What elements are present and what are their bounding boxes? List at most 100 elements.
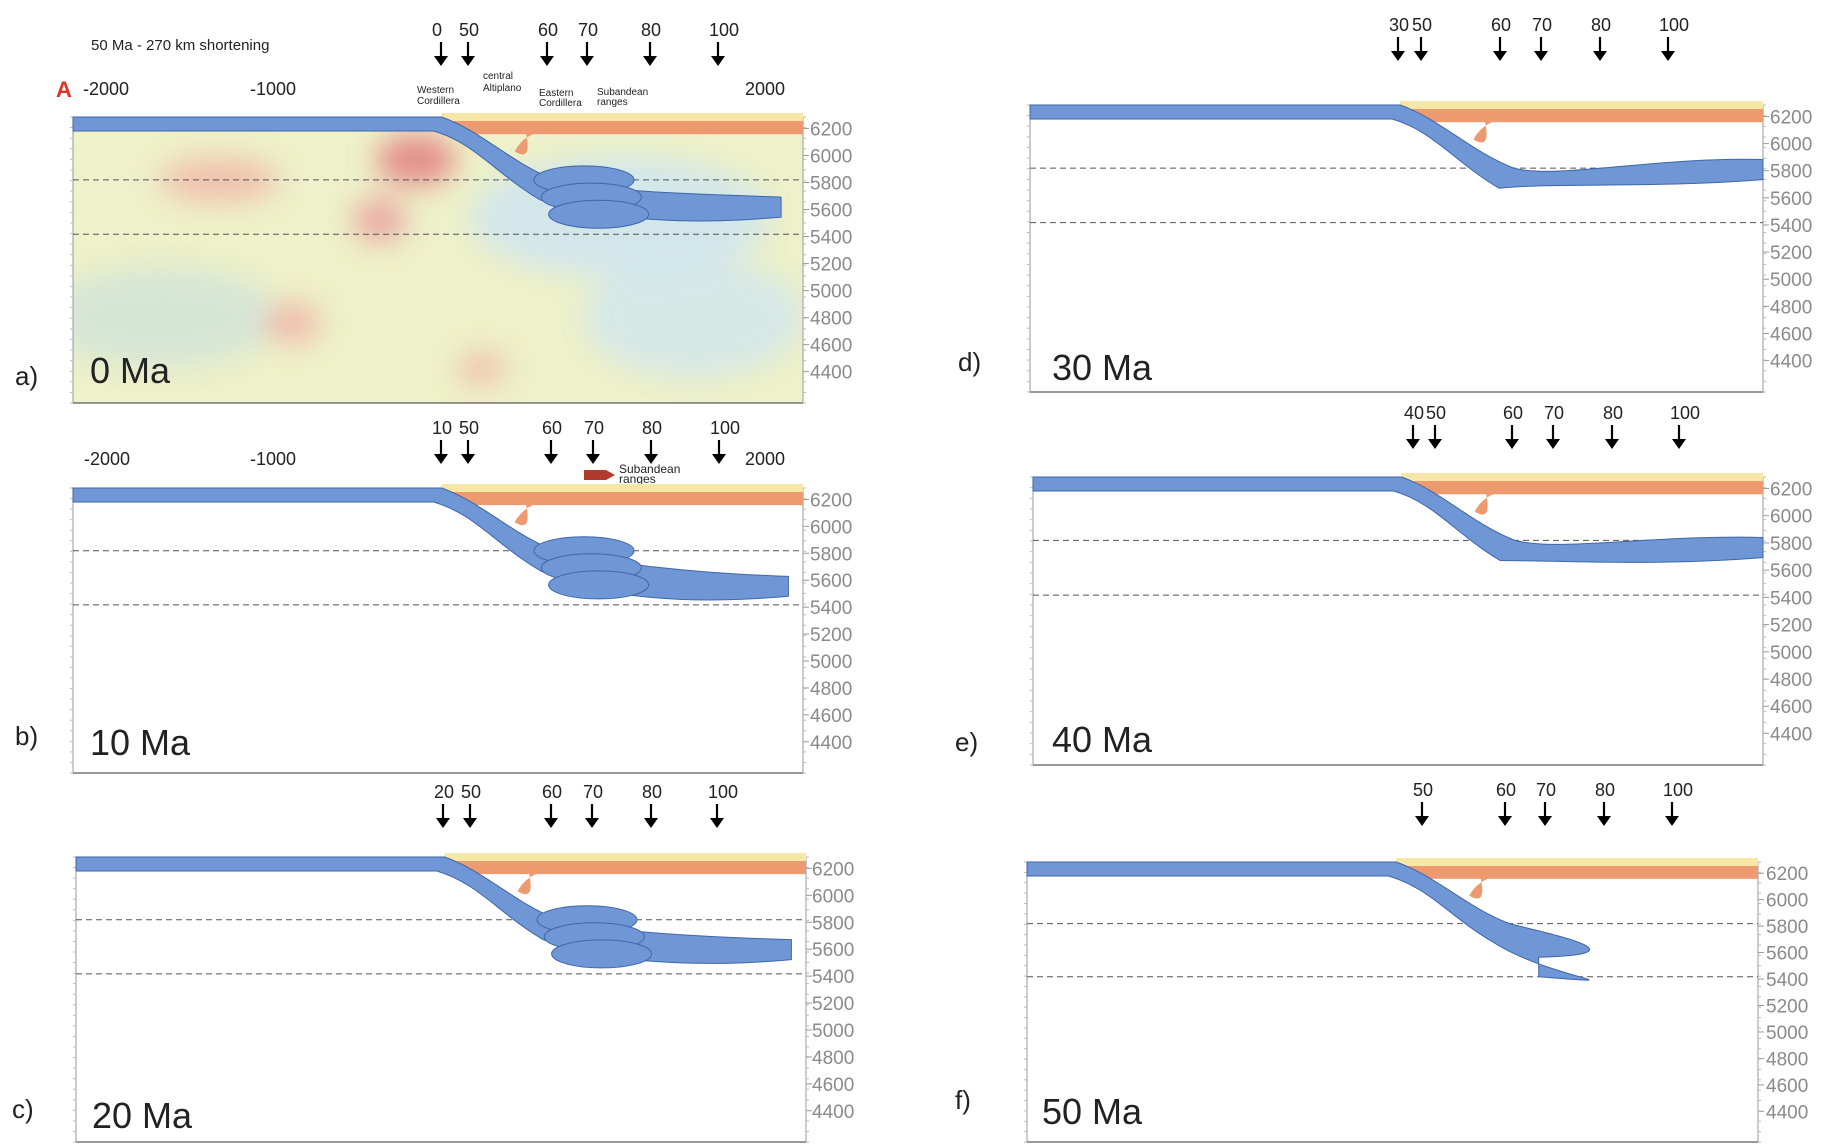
anomaly-cool-3 — [73, 267, 281, 368]
arrow-label: 100 — [708, 782, 738, 802]
arrow-label: 80 — [1591, 15, 1611, 35]
velocity-arrow-head — [1538, 816, 1552, 826]
panel-letter: b) — [15, 721, 38, 751]
arrow-label: 40 — [1404, 403, 1424, 423]
velocity-arrow-head — [1493, 51, 1507, 61]
arrow-label: 70 — [583, 782, 603, 802]
depth-tick-label: 4800 — [1770, 297, 1812, 318]
arrow-label: 50 — [459, 418, 479, 438]
velocity-arrow-head — [1428, 439, 1442, 449]
arrow-label: 50 — [1412, 15, 1432, 35]
velocity-arrow-head — [1415, 816, 1429, 826]
depth-tick-label: 5200 — [1766, 997, 1808, 1018]
arrow-label: 50 — [1413, 780, 1433, 800]
velocity-arrow-head — [585, 818, 599, 828]
region-label-altiplano-1: central — [483, 71, 513, 82]
depth-tick-label: 5000 — [1770, 270, 1812, 291]
velocity-arrow-head — [1665, 816, 1679, 826]
crust-yellow-layer — [441, 113, 803, 121]
velocity-arrow-head — [1534, 51, 1548, 61]
velocity-arrow-head — [436, 818, 450, 828]
depth-tick-label: 6200 — [1766, 864, 1808, 885]
arrow-label: 80 — [641, 20, 661, 40]
depth-tick-label: 5800 — [810, 173, 852, 194]
velocity-arrow-head — [540, 56, 554, 66]
velocity-arrow-head — [1505, 439, 1519, 449]
depth-tick-label: 5400 — [812, 967, 854, 988]
overriding-crust — [444, 853, 806, 895]
x-tick-label: -1000 — [250, 79, 296, 99]
depth-tick-label: 5600 — [1770, 561, 1812, 582]
depth-tick-label: 4600 — [812, 1075, 854, 1096]
subandean-label-b-2: ranges — [619, 472, 656, 486]
depth-tick-label: 4800 — [812, 1048, 854, 1069]
depth-tick-label: 5200 — [1770, 243, 1812, 264]
depth-tick-label: 5800 — [812, 913, 854, 934]
x-tick-label: 2000 — [745, 449, 785, 469]
crust-root — [1469, 876, 1495, 899]
panel-1: 6200600058005600540052005000480046004400… — [15, 20, 852, 404]
panel-letter: e) — [955, 727, 978, 757]
panel-6: 6200600058005600540052005000480046004400… — [955, 780, 1808, 1143]
arrow-label: 100 — [1659, 15, 1689, 35]
velocity-arrow-head — [434, 56, 448, 66]
depth-tick-label: 4600 — [810, 336, 852, 357]
velocity-arrow-head — [644, 454, 658, 464]
depth-tick-label: 6000 — [1770, 507, 1812, 528]
crust-root — [1473, 119, 1500, 143]
velocity-arrow-head — [644, 818, 658, 828]
crust-yellow-layer — [1401, 473, 1763, 481]
x-tick-label: -2000 — [84, 449, 130, 469]
region-label-western-2: Cordillera — [417, 96, 460, 107]
depth-tick-label: 5600 — [1770, 189, 1812, 210]
velocity-arrow-head — [712, 454, 726, 464]
depth-tick-label: 5400 — [810, 228, 852, 249]
velocity-arrow-head — [586, 454, 600, 464]
crust-yellow-layer — [444, 853, 806, 861]
panel-5: 6200600058005600540052005000480046004400… — [955, 403, 1812, 766]
figure-title: 50 Ma - 270 km shortening — [91, 37, 269, 54]
arrow-label: 70 — [1544, 403, 1564, 423]
depth-tick-label: 4400 — [810, 363, 852, 384]
depth-tick-label: 6000 — [810, 517, 852, 538]
subducting-slab — [75, 856, 792, 969]
panel-age-label: 0 Ma — [90, 350, 171, 391]
depth-tick-label: 5600 — [810, 571, 852, 592]
overriding-crust — [1401, 473, 1763, 515]
panel-letter: c) — [12, 1094, 34, 1124]
depth-tick-label: 5800 — [1770, 162, 1812, 183]
arrow-label: 60 — [542, 782, 562, 802]
crust-root — [1474, 491, 1501, 515]
depth-tick-label: 4400 — [1770, 724, 1812, 745]
depth-tick-label: 6200 — [1770, 107, 1812, 128]
crust-root — [517, 871, 544, 895]
subandean-label-b: Subandean ranges — [584, 462, 680, 486]
panel-2: 6200600058005600540052005000480046004400… — [15, 418, 852, 774]
arrow-label: 60 — [1503, 403, 1523, 423]
overriding-crust — [1400, 101, 1763, 143]
arrow-label: 10 — [432, 418, 452, 438]
velocity-arrow-head — [1661, 51, 1675, 61]
depth-tick-label: 4600 — [1766, 1076, 1808, 1097]
velocity-arrow-head — [434, 454, 448, 464]
anomaly-warm-1 — [376, 133, 457, 186]
velocity-arrow-head — [1391, 51, 1405, 61]
velocity-arrow-head — [463, 818, 477, 828]
arrow-label: 80 — [1595, 780, 1615, 800]
arrow-label: 50 — [459, 20, 479, 40]
depth-tick-label: 4800 — [1766, 1049, 1808, 1070]
velocity-arrow-head — [1593, 51, 1607, 61]
velocity-arrow-head — [1605, 439, 1619, 449]
slab-fold — [548, 570, 650, 600]
arrow-label: 100 — [1663, 780, 1693, 800]
depth-tick-label: 6200 — [810, 119, 852, 140]
overriding-crust — [1396, 858, 1758, 899]
depth-tick-label: 4600 — [1770, 324, 1812, 345]
